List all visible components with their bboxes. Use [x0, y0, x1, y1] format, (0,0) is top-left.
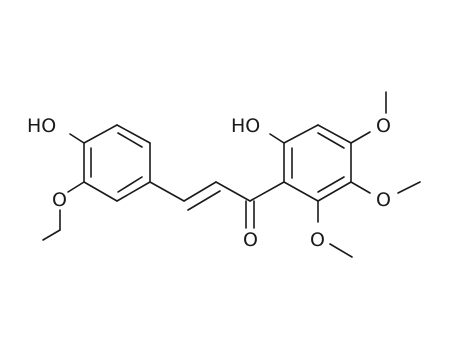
- aromatic-double-bond: [117, 132, 143, 148]
- bond: [317, 124, 352, 144]
- bond-c-oh: [269, 133, 285, 144]
- bond-ring-vinyl: [149, 181, 185, 202]
- bond: [83, 124, 118, 144]
- atom-o-methoxy-mid: O: [376, 189, 391, 211]
- left-ring: [83, 124, 151, 202]
- atom-oh-left: HO: [27, 115, 56, 137]
- bond-vinyl-carbonyl: [215, 181, 251, 202]
- bond-vinyl: [183, 181, 217, 202]
- bond: [83, 181, 118, 202]
- right-ring: [283, 124, 352, 202]
- bond-carbonyl-ring: [249, 181, 285, 202]
- aromatic-double-bond: [117, 176, 143, 193]
- bond: [116, 181, 151, 202]
- aromatic-double-bond: [317, 176, 345, 193]
- atom-o-carbonyl: O: [243, 229, 258, 251]
- bond-vinyl-double: [187, 190, 221, 211]
- bond-c-o: [67, 181, 85, 193]
- atom-o-methoxy-left: O: [52, 189, 67, 211]
- bond: [116, 124, 151, 144]
- bond-c-oh: [69, 133, 85, 144]
- atom-o-methoxy-top: O: [376, 115, 391, 137]
- bond-o-ch3: [329, 243, 353, 258]
- bond: [317, 181, 352, 202]
- bond-c-o: [350, 181, 371, 194]
- methyl-bond: [42, 229, 61, 241]
- bond: [283, 181, 319, 202]
- bond-o-ch3: [397, 181, 421, 194]
- atom-o-methoxy-bottom: O: [310, 229, 325, 251]
- aromatic-double-bond: [317, 132, 345, 149]
- bond: [283, 124, 319, 144]
- bond-c-o: [350, 131, 371, 144]
- atom-oh-right: HO: [231, 115, 260, 137]
